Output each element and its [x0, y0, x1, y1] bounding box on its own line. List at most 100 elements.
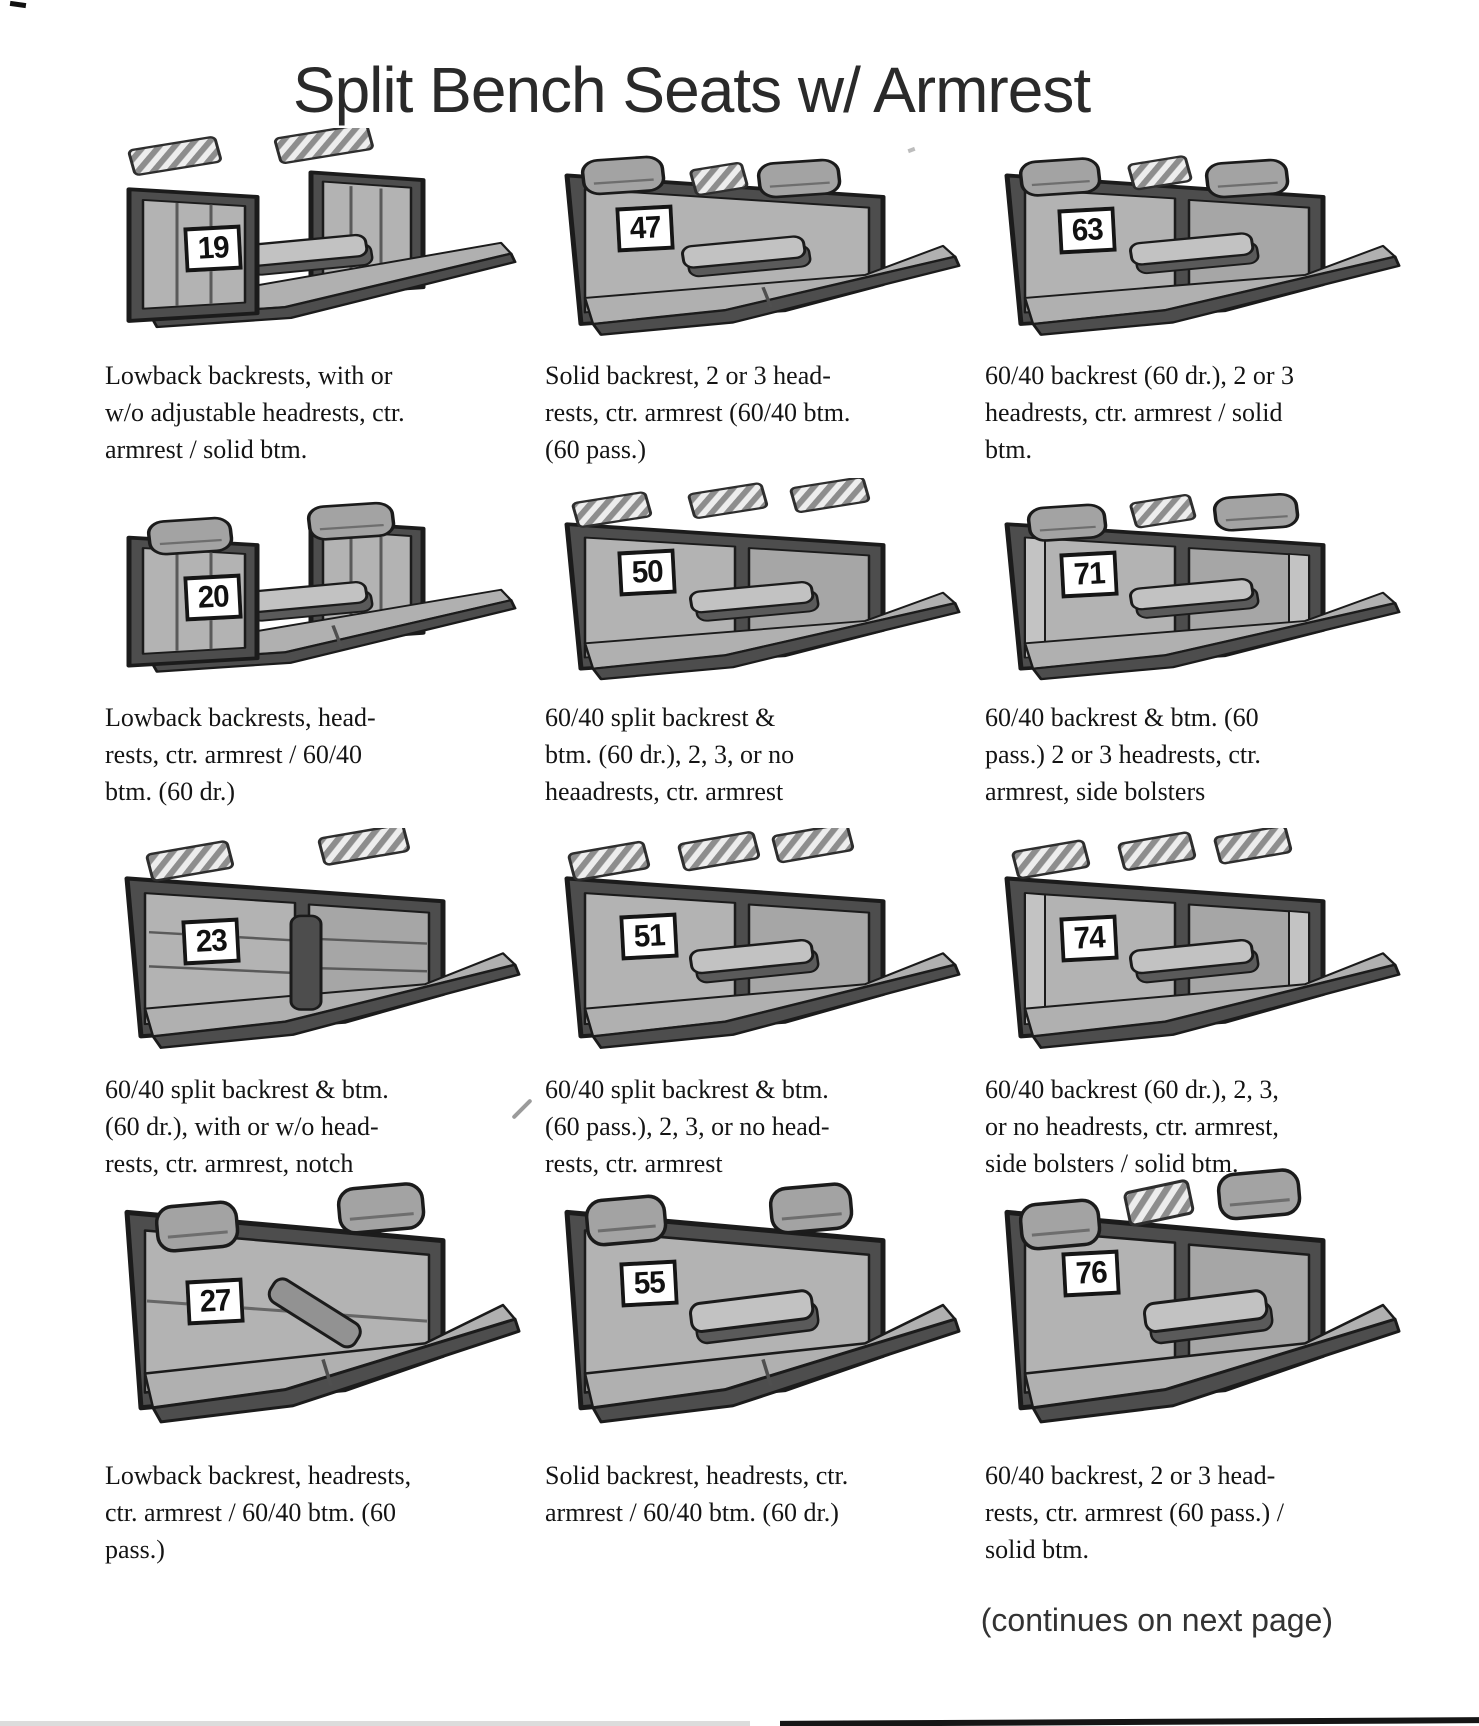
seat-variant-cell-50: 50 60/40 split backrest & btm. (60 dr.),… — [545, 478, 965, 811]
seat-variant-cell-55: 55 Solid backrest, headrests, ctr. armre… — [545, 1150, 965, 1532]
seat-illustration-27: 27 — [105, 1150, 525, 1442]
headrest-hatched-icon — [567, 840, 651, 881]
seat-illustration-50: 50 — [545, 478, 965, 694]
continuation-note: (continues on next page) — [980, 1602, 1333, 1638]
headrest-hatched-icon — [145, 840, 235, 882]
seat-number-badge: 19 — [183, 224, 244, 273]
center-armrest-icon — [1129, 232, 1260, 275]
headrest-solid-icon — [146, 516, 234, 556]
headrest-hatched-icon — [1123, 1179, 1195, 1227]
fold-down-armrest-icon — [267, 1277, 362, 1349]
seat-drawing — [1004, 155, 1401, 336]
seat-illustration-47: 47 — [545, 128, 965, 350]
seat-number-badge: 51 — [619, 912, 680, 961]
seat-caption: Solid backrest, headrests, ctr. armrest … — [545, 1461, 849, 1527]
seat-caption: Lowback backrests, with or w/o adjustabl… — [105, 361, 405, 464]
center-armrest-icon — [1129, 578, 1260, 619]
seat-drawing — [564, 1182, 961, 1424]
seat-variant-cell-51: 51 60/40 split backrest & btm. (60 pass.… — [545, 828, 965, 1183]
seat-drawing — [1004, 492, 1401, 681]
seat-drawing — [124, 828, 521, 1049]
seat-variant-cell-20: 20 Lowback backrests, head- rests, ctr. … — [105, 478, 525, 811]
seat-drawing — [1004, 1168, 1401, 1424]
seat-number-badge: 74 — [1059, 914, 1120, 963]
seat-number-badge: 47 — [615, 204, 676, 253]
headrest-solid-icon — [1204, 158, 1290, 199]
headrest-solid-icon — [1216, 1168, 1302, 1221]
seat-caption: Lowback backrest, headrests, ctr. armres… — [105, 1461, 412, 1564]
seat-drawing — [564, 478, 961, 681]
headrest-hatched-icon — [1213, 828, 1293, 865]
seat-drawing — [126, 128, 517, 329]
seat-caption: 60/40 backrest (60 dr.), 2 or 3 headrest… — [985, 361, 1295, 464]
seat-caption: 60/40 backrest & btm. (60 pass.) 2 or 3 … — [985, 703, 1261, 806]
scan-speck — [9, 0, 27, 9]
seat-drawing — [564, 155, 961, 336]
headrest-solid-icon — [580, 155, 666, 196]
center-armrest-icon — [689, 938, 820, 984]
seat-illustration-71: 71 — [985, 478, 1405, 694]
headrest-solid-icon — [154, 1200, 240, 1253]
seat-number-badge: 23 — [181, 917, 242, 966]
headrest-hatched-icon — [1117, 831, 1197, 871]
seat-variant-cell-19: 19 Lowback backrests, with or w/o adjust… — [105, 128, 525, 469]
seat-number-badge: 20 — [183, 573, 244, 622]
headrest-hatched-icon — [317, 828, 410, 866]
seat-number-badge: 27 — [185, 1277, 246, 1326]
center-armrest-icon — [1129, 938, 1260, 984]
seat-drawing — [124, 1182, 521, 1424]
seat-caption: 60/40 split backrest & btm. (60 pass.), … — [545, 1075, 830, 1178]
headrest-hatched-icon — [677, 831, 761, 872]
center-armrest-icon — [1143, 1289, 1274, 1345]
bottom-scan-artifact-dark — [780, 1717, 1479, 1726]
seat-illustration-51: 51 — [545, 828, 965, 1064]
seat-number-badge: 76 — [1061, 1249, 1122, 1298]
seat-number-badge: 71 — [1059, 550, 1120, 599]
headrest-hatched-icon — [1129, 494, 1197, 529]
seat-variant-cell-71: 71 60/40 backrest & btm. (60 pass.) 2 or… — [985, 478, 1405, 811]
seat-drawing — [126, 501, 517, 673]
page-title: Split Bench Seats w/ Armrest — [292, 53, 1091, 126]
seat-caption: Solid backrest, 2 or 3 head- rests, ctr.… — [545, 361, 851, 464]
headrest-solid-icon — [768, 1182, 854, 1235]
headrest-hatched-icon — [1127, 155, 1193, 191]
headrest-hatched-icon — [687, 482, 769, 519]
headrest-hatched-icon — [789, 478, 871, 513]
seat-variant-cell-63: 63 60/40 backrest (60 dr.), 2 or 3 headr… — [985, 128, 1405, 469]
seat-caption: Lowback backrests, head- rests, ctr. arm… — [105, 703, 376, 806]
headrest-solid-icon — [584, 1194, 668, 1247]
headrest-hatched-icon — [689, 161, 749, 196]
seat-illustration-76: 76 — [985, 1150, 1405, 1442]
headrest-solid-icon — [1018, 157, 1102, 197]
seat-number-badge: 55 — [619, 1259, 680, 1308]
headrest-hatched-icon — [571, 491, 653, 528]
center-armrest-icon — [243, 233, 374, 276]
seat-drawing — [564, 828, 961, 1049]
seat-illustration-19: 19 — [105, 128, 525, 350]
seat-illustration-20: 20 — [105, 478, 525, 694]
headrest-hatched-icon — [273, 128, 374, 164]
headrest-solid-icon — [1212, 492, 1300, 532]
seat-drawing — [1004, 828, 1401, 1049]
seat-variant-cell-23: 23 60/40 split backrest & btm. (60 dr.),… — [105, 828, 525, 1183]
seat-number-badge: 50 — [617, 548, 678, 597]
center-armrest-icon — [689, 1289, 820, 1345]
seat-caption: 60/40 backrest (60 dr.), 2, 3, or no hea… — [985, 1075, 1279, 1178]
center-armrest-icon — [243, 581, 374, 622]
headrest-hatched-icon — [771, 828, 855, 864]
seat-number-badge: 63 — [1057, 206, 1118, 255]
seat-illustration-23: 23 — [105, 828, 525, 1064]
headrest-solid-icon — [756, 158, 842, 199]
seat-illustration-55: 55 — [545, 1150, 965, 1442]
seat-variant-cell-76: 76 60/40 backrest, 2 or 3 head- rests, c… — [985, 1150, 1405, 1569]
seat-illustration-74: 74 — [985, 828, 1405, 1064]
stowed-armrest-icon — [289, 914, 323, 1011]
seat-variant-cell-74: 74 60/40 backrest (60 dr.), 2, 3, or no … — [985, 828, 1405, 1183]
seat-illustration-63: 63 — [985, 128, 1405, 350]
seat-caption: 60/40 split backrest & btm. (60 dr.), 2,… — [545, 703, 795, 806]
center-armrest-icon — [689, 581, 820, 622]
center-armrest-icon — [681, 235, 812, 278]
headrest-hatched-icon — [1011, 839, 1091, 880]
seat-variant-cell-27: 27 Lowback backrest, headrests, ctr. arm… — [105, 1150, 525, 1569]
